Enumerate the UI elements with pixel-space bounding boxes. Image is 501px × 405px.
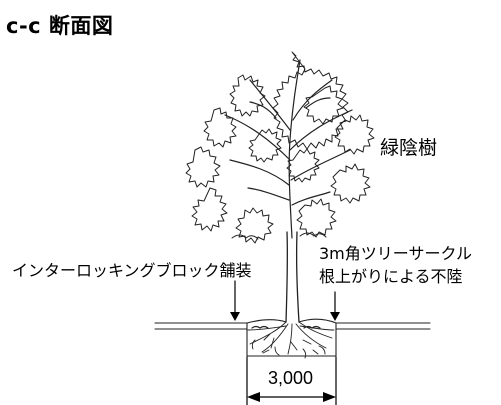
tree-label: 緑陰樹	[380, 137, 438, 159]
dimension-label: 3,000	[268, 368, 314, 388]
tree-branches	[224, 59, 353, 239]
tree-trunk	[285, 231, 300, 323]
tree-circle-label-line1: 3m角ツリーサークル	[319, 244, 472, 263]
ground-section	[154, 318, 431, 357]
dimension-arrow-right	[323, 392, 336, 402]
dimension-arrow-left	[247, 392, 260, 402]
paving-label: インターロッキングブロック舗装	[12, 261, 252, 280]
tree-roots	[247, 321, 335, 359]
drawing-title: c-c 断面図	[6, 14, 114, 38]
tree-canopy	[185, 51, 375, 244]
leader-arrows	[234, 280, 336, 316]
tree-circle-arrowhead	[330, 312, 340, 321]
paving-arrowhead	[230, 312, 240, 321]
tree-circle-label-line2: 根上がりによる不陸	[319, 267, 463, 286]
